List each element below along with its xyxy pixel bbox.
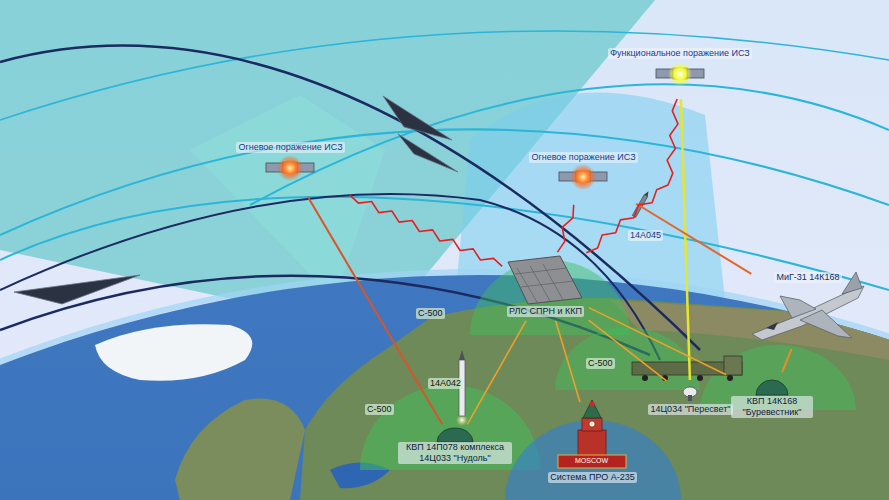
aircraft-icon (752, 272, 864, 340)
node-label: Система ПРО А-235 (548, 472, 637, 483)
node-label: Функциональное поражение ИСЗ (608, 48, 752, 59)
tracking-link (557, 205, 573, 252)
satellite-node: Огневое поражение ИСЗ (233, 140, 348, 195)
satellite-icon (656, 62, 704, 86)
kremlin-tower (558, 400, 626, 468)
tower-middle (582, 418, 602, 431)
s500-zone (360, 385, 540, 470)
tower-star (590, 402, 595, 407)
glide-vehicle (383, 96, 452, 140)
banner-text: MOSCOW (573, 456, 610, 465)
fuselage (752, 286, 864, 340)
canopy (766, 322, 778, 330)
land-mass (175, 399, 305, 500)
tower-spire (583, 400, 601, 418)
radar-node: РЛС СПРН и ККП (504, 254, 587, 319)
hit-flash (668, 62, 692, 86)
tail-fin (842, 272, 862, 294)
tower-clock (589, 421, 595, 427)
trajectory (0, 194, 660, 360)
ground-station: КВП 14П078 комплекса 14Ц033 "Нудоль" (395, 426, 515, 466)
atmosphere (0, 272, 889, 500)
engagement-link (782, 349, 792, 372)
glide-vehicle (14, 275, 140, 304)
zone-label: С-500 (365, 404, 394, 415)
turret-mount (688, 395, 692, 401)
laser-truck (632, 356, 742, 401)
wing (800, 310, 852, 338)
wheel (727, 375, 733, 381)
station-dome (756, 380, 788, 395)
earth (0, 275, 889, 500)
tracking-link (350, 195, 502, 266)
engagement-link (556, 321, 580, 402)
missile-label: 14А042 (428, 378, 463, 389)
banner (558, 455, 626, 468)
satellite-icon (266, 155, 314, 181)
orbit (250, 84, 889, 205)
wheel (642, 375, 648, 381)
satellite-icon (559, 164, 607, 190)
s500-zone (555, 328, 700, 390)
node-label: МиГ-31 14К168 (774, 272, 841, 283)
zone-label: С-500 (586, 358, 615, 369)
laser-station: 14Ц034 "Пересвет" (645, 382, 736, 417)
tracking-link (586, 99, 678, 253)
node-label: КВП 14П078 комплекса 14Ц033 "Нудоль" (398, 442, 512, 464)
zone-label: С-500 (416, 308, 445, 319)
node-label: РЛС СПРН и ККП (507, 306, 584, 317)
radar-panel (508, 256, 582, 304)
trajectory (0, 46, 700, 350)
glide-vehicle (398, 134, 458, 172)
node-label: Огневое поражение ИСЗ (529, 152, 637, 163)
wheel (697, 375, 703, 381)
hit-flash (277, 155, 303, 181)
missile-nose (459, 350, 465, 360)
truck-cab (724, 356, 742, 375)
station-dome (437, 428, 473, 442)
wing (780, 296, 816, 318)
engagement-link (681, 99, 690, 380)
engagement-link (467, 321, 526, 425)
satellite-node: Функциональное поражение ИСЗ (605, 46, 755, 97)
abm-system-node: Система ПРО А-235 (545, 404, 640, 485)
missile-nose (644, 190, 650, 196)
node-label: 14Ц034 "Пересвет" (648, 404, 732, 415)
abm-zone (505, 420, 681, 500)
ground-station: КВП 14К168 "Буревестник" (728, 374, 816, 420)
missile-label: 14А045 (628, 230, 663, 241)
aircraft-node: МиГ-31 14К168 (753, 270, 863, 347)
orbit (0, 31, 889, 120)
hit-flash (570, 164, 596, 190)
satellite-node: Огневое поражение ИСЗ (526, 150, 641, 203)
radar-grid (515, 264, 574, 302)
node-label: Огневое поражение ИСЗ (236, 142, 344, 153)
radar-icon (508, 256, 582, 304)
ice-sheet (95, 324, 252, 381)
engagement-link (589, 320, 667, 381)
node-label: КВП 14К168 "Буревестник" (731, 396, 813, 418)
